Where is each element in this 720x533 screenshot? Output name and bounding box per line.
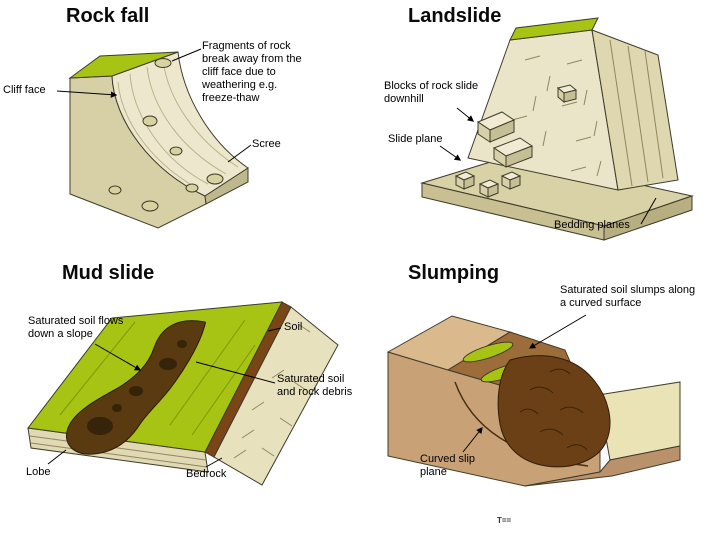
label-saturated-soil-slumps: Saturated soil slumps along a curved sur… [560, 284, 696, 309]
rockfall-block [68, 51, 249, 229]
slump-lower-face [524, 445, 681, 487]
rock-fall-illustration [56, 48, 252, 229]
leader-bedding-planes [640, 197, 657, 225]
leader-scree [227, 144, 252, 163]
panel-title-landslide: Landslide [408, 5, 502, 27]
label-slide-plane: Slide plane [388, 133, 443, 145]
strata-lines [29, 435, 208, 468]
slumped-soil-mass [497, 355, 611, 468]
panel-title-mud-slide: Mud slide [62, 262, 155, 284]
landslide-illustration [420, 17, 694, 241]
joint-marks [511, 55, 602, 177]
label-lobe: Lobe [26, 466, 51, 478]
mud-debris-blobs [87, 340, 187, 435]
panel-slumping: Slumping Saturated soil slumps along a c… [360, 260, 720, 533]
panel-rock-fall: Rock fall Cliff face Fragments of rock b… [0, 0, 360, 260]
leader-slump [528, 314, 587, 349]
slumping-illustration [386, 314, 681, 487]
leader-flow [94, 343, 142, 371]
debris-cubes [454, 171, 522, 198]
slope-flow-lines [59, 319, 256, 436]
leader-soil [267, 327, 282, 332]
leader-slip-plane [462, 426, 483, 453]
leader-blocks [456, 107, 475, 122]
leader-debris [195, 361, 276, 384]
base-right-face [603, 195, 693, 241]
leader-lobe [47, 449, 67, 465]
label-bedding-planes: Bedding planes [554, 219, 630, 231]
label-soil-rock-debris: Saturated soil and rock debris [277, 373, 353, 398]
label-saturated-soil-flows: Saturated soil flows down a slope [28, 315, 124, 340]
mudslide-leader-lines [47, 327, 282, 468]
watermark: T== [497, 516, 512, 525]
sliding-rock-blocks [476, 84, 578, 168]
rockfall-leader-lines [56, 48, 252, 163]
label-soil: Soil [284, 321, 303, 333]
landslide-grass-top [509, 17, 599, 41]
label-bedrock: Bedrock [186, 468, 227, 480]
slumping-leader-lines [462, 314, 587, 453]
leader-bedrock [205, 457, 223, 468]
rockfall-grass-top [68, 51, 179, 79]
label-scree: Scree [252, 138, 281, 150]
label-curved-slip-plane: Curved slip plane [420, 453, 476, 478]
leader-slide-plane [439, 145, 462, 161]
mud-slide-illustration [27, 301, 339, 486]
landslide-slab [467, 17, 679, 191]
bedding-side-face [591, 29, 679, 191]
cliff-striations [117, 59, 239, 185]
landslide-base-platform [420, 155, 694, 241]
panel-title-rock-fall: Rock fall [66, 5, 150, 27]
label-fragments: Fragments of rock break away from the cl… [202, 40, 302, 104]
bedrock-joint-marks [233, 323, 311, 459]
label-blocks-of-rock: Blocks of rock slide downhill [384, 80, 479, 105]
bedding-plane-lines [609, 39, 664, 187]
rockfall-right-face [204, 167, 249, 205]
bedrock-face [213, 306, 339, 486]
landslide-leader-lines [439, 107, 657, 225]
label-cliff-face: Cliff face [3, 84, 46, 96]
rock-fragments [108, 58, 224, 212]
panel-landslide: Landslide Blocks of rock slide downhill … [360, 0, 720, 260]
leader-cliff-face [56, 90, 118, 98]
panel-title-slumping: Slumping [408, 262, 500, 284]
slump-mass-texture [519, 368, 588, 451]
leader-fragments [171, 48, 202, 62]
panel-mud-slide: Mud slide Saturated soil flows down a sl… [0, 260, 360, 533]
